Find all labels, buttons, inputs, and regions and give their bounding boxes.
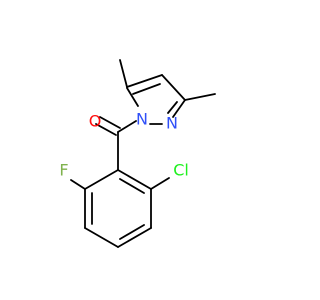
atom-chlorine: Cl bbox=[173, 161, 189, 180]
bond-carbonyl-double-a bbox=[99, 116, 121, 129]
bond-c5-methyl bbox=[119, 59, 128, 88]
atom-label-oxygen: O bbox=[89, 112, 102, 131]
bond-c6-f bbox=[70, 179, 86, 190]
atom-oxygen: O bbox=[89, 112, 102, 131]
bond-c3-c4 bbox=[117, 227, 152, 248]
bond-carbonyl-n1 bbox=[117, 120, 137, 133]
atom-fluorine: F bbox=[59, 161, 68, 180]
bonds bbox=[70, 59, 216, 248]
bond-c4-c5 bbox=[84, 227, 119, 248]
bond-c3-c4-inner bbox=[119, 224, 145, 240]
atom-nitrogen-1: N bbox=[136, 110, 148, 129]
bond-n1-c5 bbox=[126, 87, 139, 107]
atom-label-nitrogen-1: N bbox=[136, 110, 148, 129]
bond-c3-n2-inner bbox=[167, 101, 178, 114]
bond-c3-n2-double bbox=[172, 99, 186, 118]
bond-c5-c4-double bbox=[126, 74, 163, 88]
bond-c5-c4-inner bbox=[132, 83, 161, 95]
bond-c6-c1 bbox=[84, 169, 119, 190]
bond-c1-c2 bbox=[117, 169, 152, 190]
atom-label-fluorine: F bbox=[59, 161, 68, 180]
molecule-structure-diagram: O N N F Cl bbox=[59, 59, 216, 248]
bond-c2-cl bbox=[150, 177, 170, 190]
bond-c3-methyl bbox=[184, 93, 216, 101]
bond-carbonyl-double-b bbox=[95, 123, 117, 136]
atom-labels: O N N F Cl bbox=[59, 110, 188, 180]
bond-c1-c2-inner bbox=[119, 178, 145, 194]
atom-nitrogen-2: N bbox=[166, 114, 178, 133]
atom-label-nitrogen-2: N bbox=[166, 114, 178, 133]
bond-c4-c3 bbox=[161, 74, 186, 101]
atom-label-chlorine: Cl bbox=[173, 161, 189, 180]
